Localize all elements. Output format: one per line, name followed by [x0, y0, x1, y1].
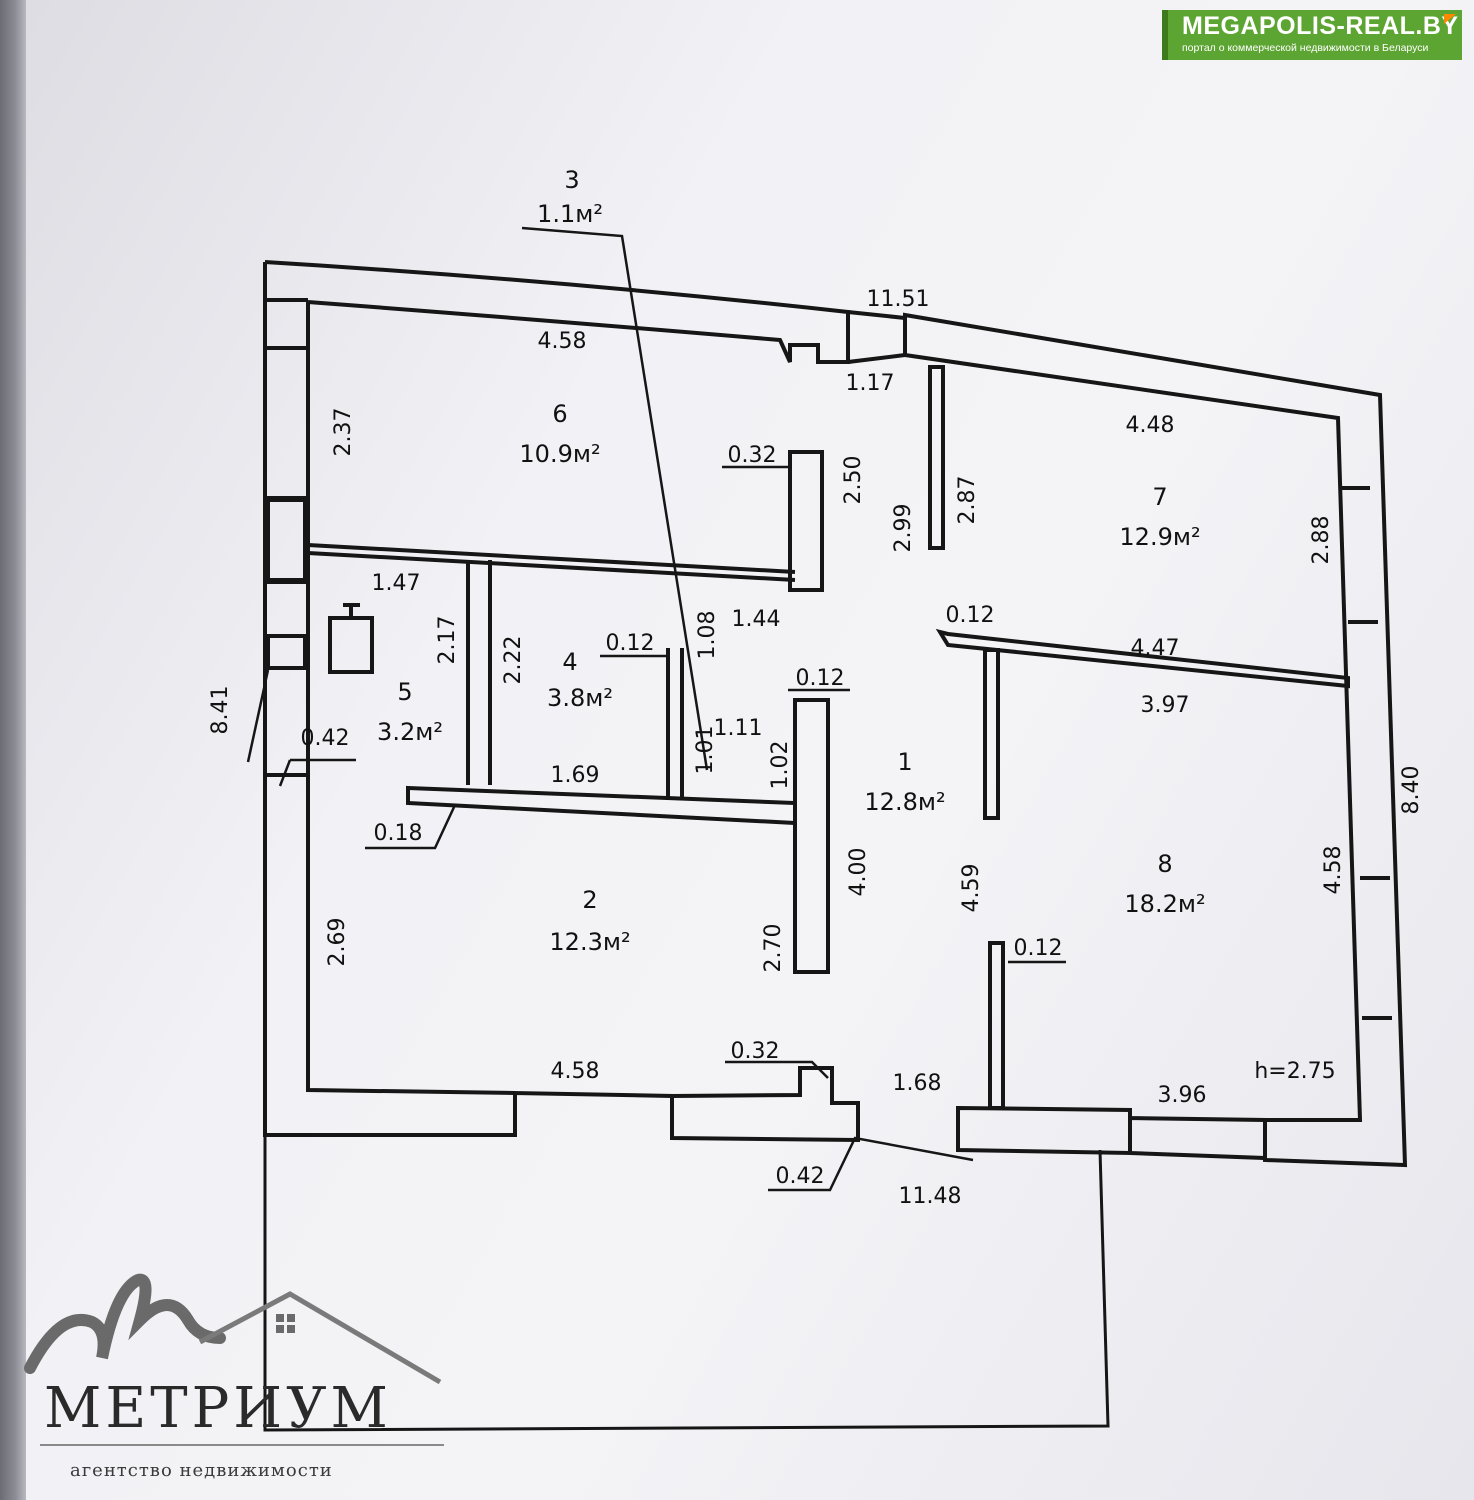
- room-4-number: 4: [562, 648, 577, 676]
- room-3-number: 3: [564, 166, 579, 194]
- right-window-frames: [1340, 486, 1392, 1020]
- room-2-number: 2: [582, 886, 597, 914]
- dim-entrance: 1.68: [893, 1071, 942, 1096]
- room-7-number: 7: [1152, 483, 1167, 511]
- dim-left-total: 8.41: [208, 686, 233, 735]
- dim-column-b: 0.32: [731, 1039, 780, 1064]
- room-7-area: 12.9м²: [1119, 523, 1200, 551]
- dim-bottom-total: 11.48: [899, 1184, 962, 1209]
- megapolis-watermark[interactable]: MEGAPOLIS-REAL.BY портал о коммерческой …: [1162, 10, 1462, 60]
- metrium-logo-subtitle: агентство недвижимости: [70, 1460, 333, 1481]
- wall-5-4: [466, 560, 492, 785]
- dim-room6-width: 4.58: [538, 329, 587, 354]
- top-wall-left: [264, 260, 850, 364]
- dim-column-lower: 2.70: [761, 924, 786, 973]
- room-8-number: 8: [1157, 850, 1172, 878]
- room-5-area: 3.2м²: [377, 718, 443, 746]
- watermark-subtitle: портал о коммерческой недвижимости в Бел…: [1182, 42, 1429, 54]
- left-windows: [265, 298, 308, 670]
- partition-7-1: [928, 365, 945, 550]
- room-8-area: 18.2м²: [1124, 890, 1205, 918]
- dim-wall-5-2: 0.18: [374, 821, 423, 846]
- dim-column-a-height: 2.50: [841, 456, 866, 505]
- dim-wall-4-3: 0.12: [606, 631, 655, 656]
- room-3-area: 1.1м²: [537, 200, 603, 228]
- dim-left-pier: 0.42: [301, 726, 350, 751]
- dim-top-total: 11.51: [867, 287, 930, 312]
- top-door-jambs: [847, 310, 906, 364]
- room-6-number: 6: [552, 400, 567, 428]
- fixture-symbol: [328, 603, 374, 674]
- metrium-house-icon: [24, 1273, 442, 1385]
- dim-room3-height: 1.08: [695, 611, 720, 660]
- metrium-logo-text: МЕТРИУМ: [44, 1376, 392, 1441]
- partition-8-1: [983, 648, 1000, 820]
- wall-4-3: [666, 648, 684, 800]
- room-4-area: 3.8м²: [547, 684, 613, 712]
- dim-room7-width: 4.48: [1126, 413, 1175, 438]
- dim-column-height: 4.00: [846, 848, 871, 897]
- leader-841: [246, 669, 270, 763]
- leader-042-b: [768, 1136, 974, 1192]
- dim-column-a: 0.32: [728, 443, 777, 468]
- room-5-number: 5: [397, 678, 412, 706]
- bottom-right-wall: [956, 1105, 1267, 1161]
- binder-edge: [0, 0, 26, 1500]
- dim-room4-width: 1.69: [551, 763, 600, 788]
- wall-5-2: [406, 785, 797, 826]
- dim-wall-column: 0.12: [796, 666, 845, 691]
- dim-room2-width: 4.58: [551, 1059, 600, 1084]
- partition-8-bottom: [988, 941, 1005, 1110]
- outer-wall-inner: [306, 302, 516, 1095]
- room-1-number: 1: [897, 748, 912, 776]
- leader-032-b: [725, 1060, 829, 1079]
- dim-room8-height: 4.58: [1321, 846, 1346, 895]
- leader-042-a: [278, 758, 356, 787]
- dim-room8-bottom: 3.96: [1158, 1083, 1207, 1108]
- room-1-area: 12.8м²: [864, 788, 945, 816]
- dim-room4-height: 2.22: [501, 636, 526, 685]
- column-032: [788, 450, 824, 592]
- dim-room3-width: 1.11: [714, 716, 763, 741]
- dim-room5-width: 1.47: [372, 571, 421, 596]
- dim-wall-column-upper: 1.02: [768, 741, 793, 790]
- room-6-area: 10.9м²: [519, 440, 600, 468]
- wall-6-5: [307, 543, 796, 582]
- ceiling-height: h=2.75: [1254, 1059, 1335, 1084]
- watermark-title: MEGAPOLIS-REAL.BY: [1182, 12, 1459, 40]
- wall-column-2-1: [793, 698, 830, 974]
- top-wall-right: [903, 312, 1408, 1168]
- dim-partition7: 2.87: [955, 476, 980, 525]
- outer-wall-outer: [263, 262, 860, 1143]
- dim-room7-height: 2.88: [1309, 516, 1334, 565]
- dim-room5-height: 2.17: [435, 616, 460, 665]
- dim-room2-height: 2.69: [325, 918, 350, 967]
- dim-bottom-pier: 0.42: [776, 1164, 825, 1189]
- terrace-outline: [263, 1135, 1110, 1432]
- dim-room7-lower: 4.47: [1131, 636, 1180, 661]
- dim-passage: 1.44: [732, 607, 781, 632]
- leader-room3: [521, 226, 709, 771]
- dim-room3-lower: 1.01: [693, 726, 718, 775]
- dim-room6-height: 2.37: [331, 408, 356, 457]
- flag-icon: [1444, 14, 1456, 24]
- dim-opening-top: 1.17: [846, 371, 895, 396]
- dim-partition-8: 0.12: [1014, 936, 1063, 961]
- leader-018: [365, 804, 457, 850]
- wall-7-8: [935, 628, 1350, 689]
- logo-divider: [40, 1444, 444, 1446]
- dim-room1-height: 4.59: [959, 864, 984, 913]
- dim-room7-inner: 2.99: [891, 504, 916, 553]
- dim-room8-width: 3.97: [1141, 693, 1190, 718]
- dim-wall-78: 0.12: [946, 603, 995, 628]
- dim-right-total: 8.40: [1399, 766, 1424, 815]
- room-2-area: 12.3м²: [549, 928, 630, 956]
